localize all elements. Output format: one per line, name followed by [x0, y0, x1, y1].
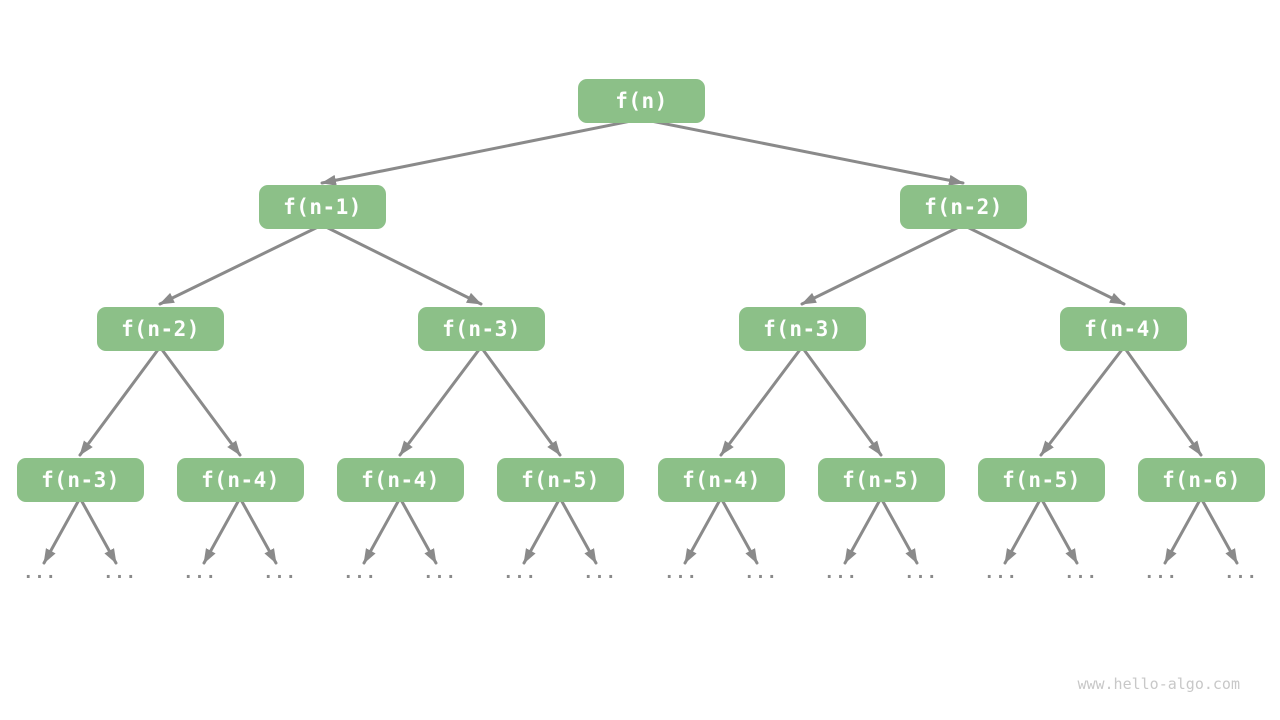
ellipsis-leaf: ...	[904, 563, 938, 583]
ellipsis-leaf: ...	[183, 563, 217, 583]
tree-node: f(n)	[578, 79, 705, 123]
ellipsis-leaf: ...	[1064, 563, 1098, 583]
ellipsis-leaf: ...	[1224, 563, 1258, 583]
tree-node: f(n-4)	[177, 458, 304, 502]
ellipsis-leaf: ...	[343, 563, 377, 583]
edges-level-4	[42, 496, 1239, 565]
tree-node: f(n-4)	[337, 458, 464, 502]
tree-node: f(n-4)	[658, 458, 785, 502]
ellipsis-leaf: ...	[423, 563, 457, 583]
ellipsis-leaf: ...	[744, 563, 778, 583]
tree-node: f(n-4)	[1060, 307, 1187, 351]
edges-level-1	[320, 117, 965, 186]
ellipsis-leaf: ...	[1144, 563, 1178, 583]
ellipsis-leaf: ...	[503, 563, 537, 583]
ellipsis-leaf: ...	[664, 563, 698, 583]
ellipsis-leaf: ...	[263, 563, 297, 583]
tree-node: f(n-6)	[1138, 458, 1265, 502]
edges-level-3	[78, 345, 1203, 457]
tree-node: f(n-3)	[418, 307, 545, 351]
ellipsis-leaf: ...	[824, 563, 858, 583]
watermark: www.hello-algo.com	[1077, 675, 1240, 693]
tree-node: f(n-5)	[497, 458, 624, 502]
tree-node: f(n-3)	[739, 307, 866, 351]
edges-level-2	[158, 223, 1126, 306]
tree-node: f(n-5)	[818, 458, 945, 502]
ellipsis-leaf: ...	[103, 563, 137, 583]
ellipsis-leaf: ...	[23, 563, 57, 583]
tree-node: f(n-3)	[17, 458, 144, 502]
tree-node: f(n-2)	[97, 307, 224, 351]
ellipsis-leaf: ...	[984, 563, 1018, 583]
tree-node: f(n-1)	[259, 185, 386, 229]
tree-node: f(n-5)	[978, 458, 1105, 502]
ellipsis-leaf: ...	[583, 563, 617, 583]
tree-node: f(n-2)	[900, 185, 1027, 229]
